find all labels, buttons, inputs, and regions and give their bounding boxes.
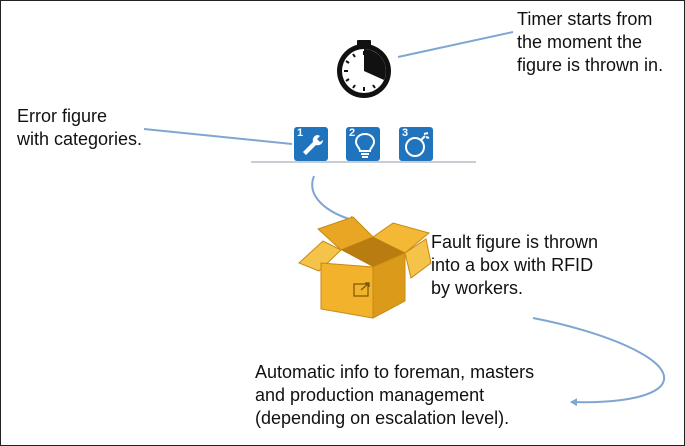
timer-caption-line: the moment the — [517, 32, 643, 52]
timer-caption-line: Timer starts from — [517, 9, 653, 29]
category-2-lightbulb: 2 — [346, 127, 380, 161]
automatic-info-line: (depending on escalation level). — [255, 408, 510, 428]
automatic-info-line: Automatic info to foreman, masters — [255, 362, 535, 382]
fault-caption-line: into a box with RFID — [431, 255, 594, 275]
automatic-info-line: and production management — [255, 385, 485, 405]
fault-caption-line: Fault figure is thrown — [431, 232, 599, 252]
bomb-icon — [405, 132, 430, 157]
fault-caption: Fault figure is thrown into a box with R… — [431, 231, 598, 300]
box-to-info-arrow — [532, 317, 665, 407]
shelf-to-box-arrow — [311, 175, 357, 224]
error-caption: Error figure with categories. — [17, 105, 142, 151]
error-connector — [143, 128, 293, 145]
fault-caption-line: by workers. — [431, 278, 524, 298]
category-number: 2 — [349, 127, 356, 139]
category-1-wrench: 1 — [294, 127, 328, 161]
wrench-icon — [303, 135, 323, 155]
timer-caption: Timer starts from the moment the figure … — [517, 8, 663, 77]
timer-caption-line: figure is thrown in. — [517, 55, 664, 75]
category-3-bomb: 3 — [399, 127, 433, 161]
open-box-icon — [298, 216, 432, 319]
category-shelf — [251, 161, 476, 163]
category-number: 1 — [297, 127, 304, 139]
error-caption-line: Error figure — [17, 106, 108, 126]
category-number: 3 — [402, 127, 409, 139]
automatic-info-caption: Automatic info to foreman, masters and p… — [255, 361, 534, 430]
lightbulb-icon — [354, 132, 376, 158]
stopwatch-icon — [337, 40, 391, 98]
timer-connector — [397, 31, 514, 58]
error-caption-line: with categories. — [17, 129, 143, 149]
